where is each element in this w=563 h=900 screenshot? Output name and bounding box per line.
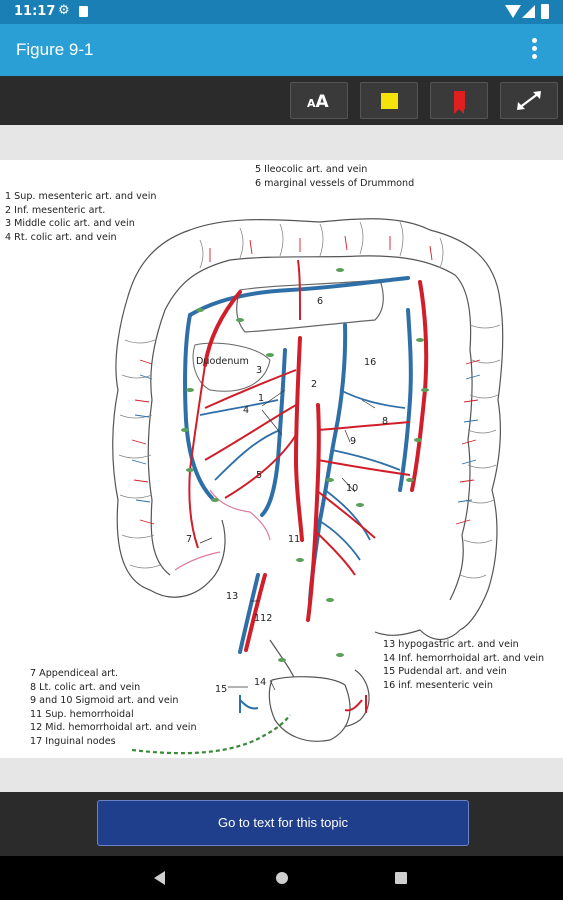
legend-label: 11 Sup. hemorrhoidal [30,708,134,720]
legend-label: 16 inf. mesenteric vein [383,679,493,691]
legend-label: 17 Inguinal nodes [30,735,116,747]
font-size-icon: AA [307,92,329,112]
legend-label: 1 Sup. mesenteric art. and vein [5,191,157,202]
recent-apps-icon[interactable] [395,872,407,884]
figure-panel: 5 Ileocolic art. and vein 6 marginal ves… [0,160,563,758]
app-bar: Figure 9-1 [0,24,563,76]
diagram-number-label: 5 [256,470,263,481]
bookmark-icon [454,91,465,114]
highlight-button[interactable] [360,82,418,119]
diagram-number-label: 3 [256,365,263,376]
font-size-button[interactable]: AA [290,82,348,119]
diagram-number-label: 8 [382,416,389,427]
legend-label: 4 Rt. colic art. and vein [5,231,117,243]
legend-label: 2 Inf. mesenteric art. [5,204,106,216]
diagram-number-label: 1 [258,393,265,404]
diagram-number-label: 9 [350,436,357,447]
legend-label: 15 Pudendal art. and vein [383,666,507,677]
home-icon[interactable] [276,872,288,884]
legend-label: 9 and 10 Sigmoid art. and vein [30,695,179,706]
sd-card-icon [79,6,88,17]
wifi-icon [505,5,521,18]
legend-group-top-right: 5 Ileocolic art. and vein 6 marginal ves… [255,163,414,190]
legend-group-top-left: 1 Sup. mesenteric art. and vein 2 Inf. m… [5,190,156,244]
diagram-number-label: 15 [215,684,228,695]
legend-label: 6 marginal vessels of Drummond [255,177,415,189]
status-time: 11:17 [14,4,56,19]
diagram-number-label: 112 [254,613,273,624]
diagram-number-label: 11 [288,534,301,545]
diagram-number-label: 2 [311,379,318,390]
cell-signal-icon [522,5,535,18]
battery-icon [541,4,549,19]
diagram-number-label: 6 [317,296,324,307]
diagram-number-label: 14 [254,677,267,688]
legend-label: 8 Lt. colic art. and vein [30,681,141,693]
legend-label: 5 Ileocolic art. and vein [255,164,368,175]
colon-vasculature-illustration [112,218,504,755]
diagram-number-label: 10 [346,483,359,494]
legend-label: 13 hypogastric art. and vein [383,639,519,650]
diagram-number-label: 4 [243,405,250,416]
legend-label: 3 Middle colic art. and vein [5,218,135,229]
fullscreen-button[interactable] [500,82,558,119]
highlight-icon [381,93,398,109]
page-title: Figure 9-1 [16,40,94,59]
bookmark-button[interactable] [430,82,488,119]
back-icon[interactable] [154,871,165,885]
duodenum-label: Duodenum [196,356,249,367]
legend-label: 12 Mid. hemorrhoidal art. and vein [30,722,197,733]
diagram-number-label: 16 [364,357,377,368]
go-to-text-button[interactable]: Go to text for this topic [97,800,469,846]
expand-arrows-icon [517,91,541,110]
diagram-number-label: 13 [226,591,239,602]
legend-group-bottom-left: 7 Appendiceal art. 8 Lt. colic art. and … [30,667,197,748]
overflow-menu-icon[interactable] [524,36,544,64]
diagram-number-label: 7 [186,534,193,545]
legend-group-bottom-right: 13 hypogastric art. and vein 14 Inf. hem… [383,638,544,692]
legend-label: 14 Inf. hemorrhoidal art. and vein [383,652,545,664]
legend-label: 7 Appendiceal art. [30,668,119,679]
settings-gear-icon: ⚙ [58,3,70,18]
status-bar: 11:17 ⚙ [0,0,563,24]
